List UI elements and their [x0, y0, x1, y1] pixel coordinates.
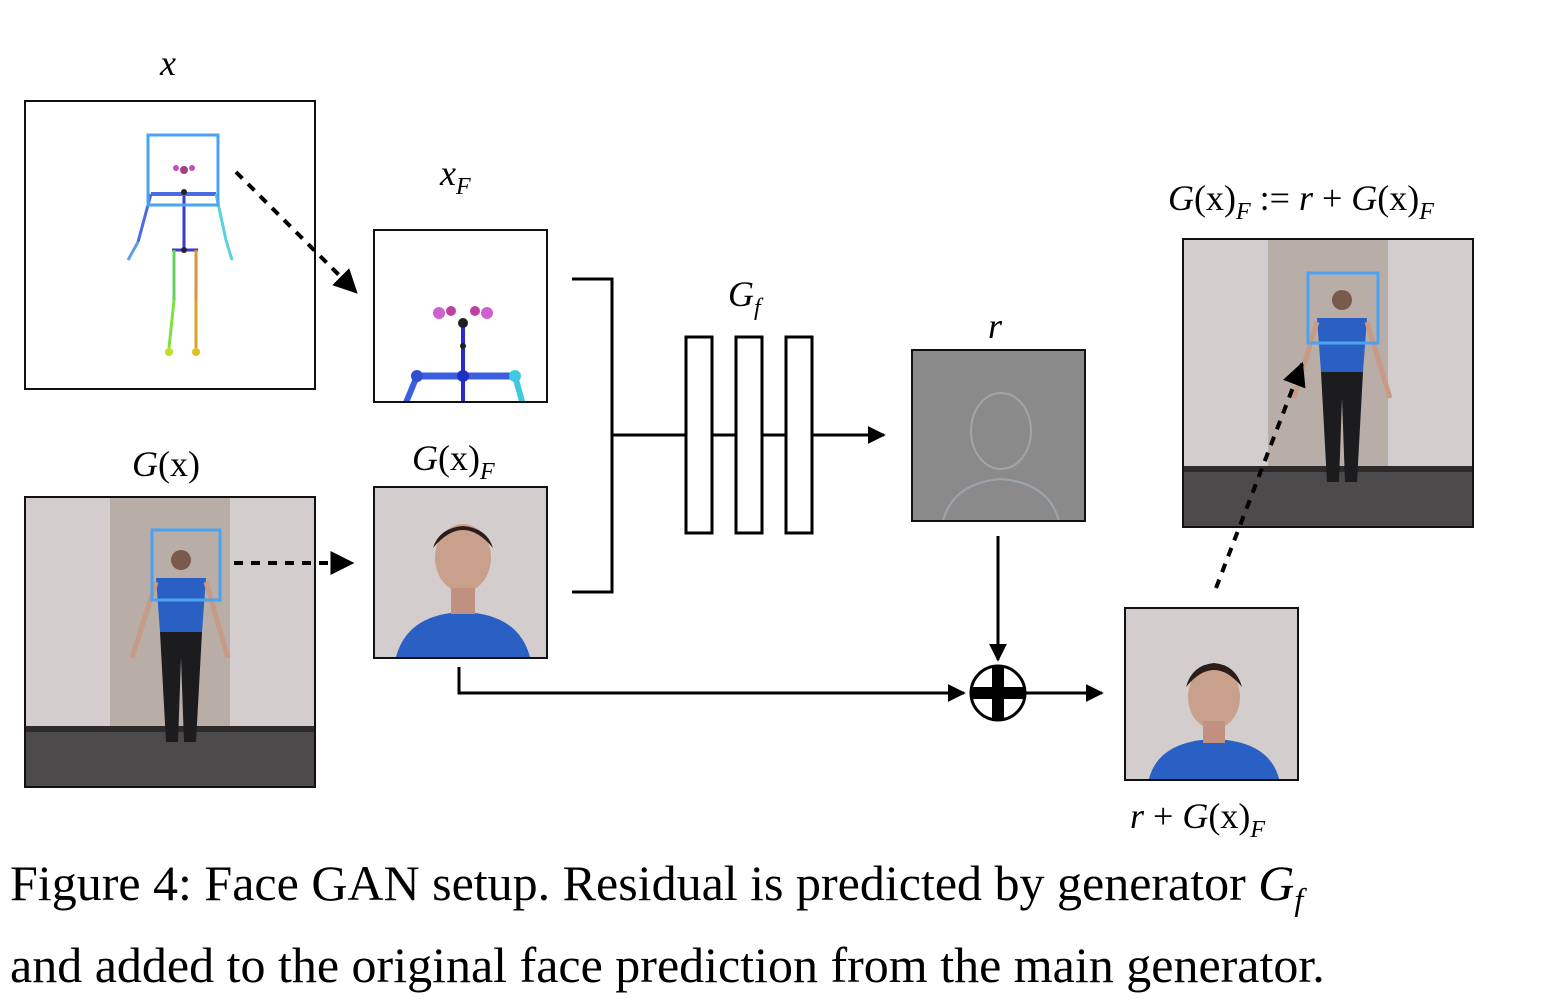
figure-caption: Figure 4: Face GAN setup. Residual is pr… [10, 850, 1550, 998]
updated-frame-image [1184, 240, 1472, 526]
paste-back-arrow [1214, 361, 1306, 589]
refined-face-panel [1124, 607, 1299, 781]
pose-skeleton-image [126, 133, 234, 356]
updated-face-bbox [1306, 271, 1380, 345]
refined-face-image [1126, 609, 1297, 779]
caption-line-1: Figure 4: Face GAN setup. Residual is pr… [10, 855, 1304, 917]
frame-face-bbox [150, 528, 222, 602]
label-sum: r + G(x)F [1130, 796, 1265, 843]
pose-skeleton-panel [24, 100, 316, 390]
generated-frame-image [26, 498, 314, 786]
residual-image [913, 351, 1084, 520]
label-residual: r [988, 306, 1003, 346]
label-x: x [160, 43, 176, 83]
crop-arrow-pose [234, 170, 358, 294]
generator-layer-3 [784, 335, 814, 535]
label-update-equation: G(x)F := r + G(x)F [1168, 178, 1434, 225]
face-to-sum-arrow [457, 667, 966, 702]
label-face-generator: Gf [728, 274, 761, 321]
pose-face-bbox [146, 133, 220, 207]
residual-panel [911, 349, 1086, 522]
input-bracket [572, 277, 614, 594]
pose-face-crop-image [403, 306, 526, 401]
updated-frame-panel [1182, 238, 1474, 528]
generated-face-crop-panel [373, 486, 548, 659]
pose-face-crop-panel [373, 229, 548, 403]
generator-layer-2 [734, 335, 764, 535]
label-x-face: xF [440, 153, 471, 200]
label-g-of-x: G(x) [132, 444, 200, 484]
label-g-of-x-face: G(x)F [412, 438, 495, 485]
generated-face-crop-image [375, 488, 546, 657]
sum-node-icon [969, 664, 1027, 722]
generated-frame-panel [24, 496, 316, 788]
generator-layer-1 [684, 335, 714, 535]
caption-line-2: and added to the original face predictio… [10, 937, 1325, 993]
